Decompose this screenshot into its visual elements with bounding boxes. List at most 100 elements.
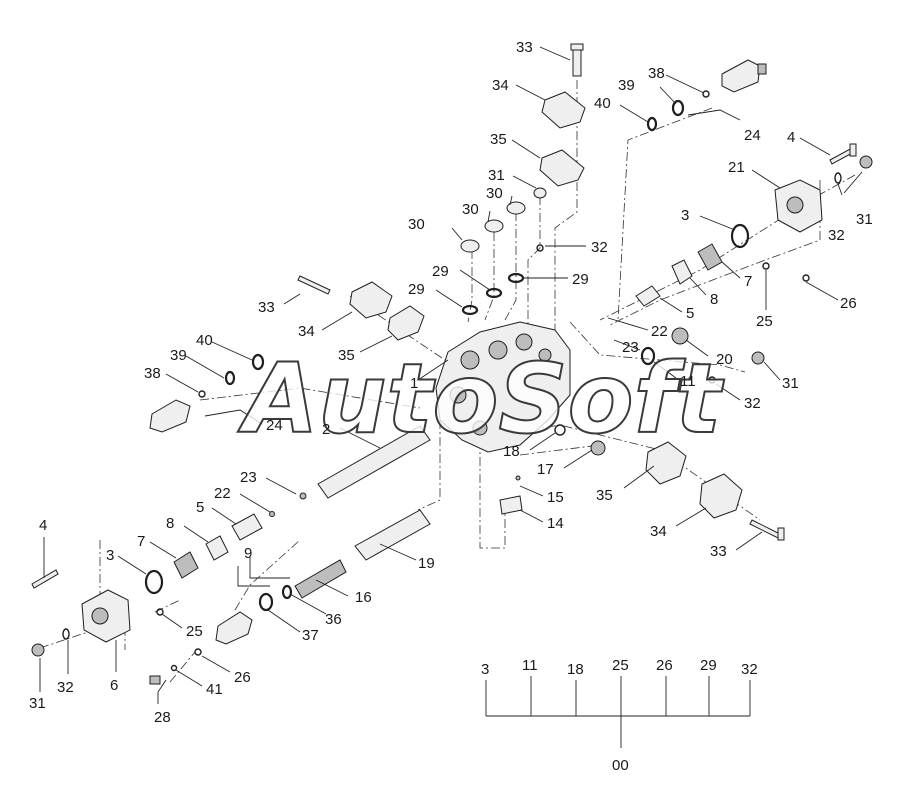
label-24: 24 bbox=[266, 417, 283, 434]
label-11: 11 bbox=[680, 373, 696, 390]
label-22: 22 bbox=[214, 485, 231, 502]
label-34: 34 bbox=[650, 523, 667, 540]
label-1: 1 bbox=[410, 375, 418, 392]
plug-30b bbox=[484, 219, 504, 233]
watermark: AutoSoft bbox=[237, 343, 724, 455]
plug-31a bbox=[533, 187, 547, 199]
label-32: 32 bbox=[744, 395, 761, 412]
bolt-33-top bbox=[572, 47, 582, 77]
bolt-4-lower bbox=[31, 569, 59, 589]
label-28: 28 bbox=[154, 709, 171, 726]
bolt-33-left bbox=[297, 275, 331, 295]
label-35: 35 bbox=[338, 347, 355, 364]
part-labels: 33 34 38 39 40 24 4 21 35 31 30 30 30 32… bbox=[29, 39, 873, 726]
label-8: 8 bbox=[710, 291, 718, 308]
label-40: 40 bbox=[196, 332, 213, 349]
label-25: 25 bbox=[756, 313, 773, 330]
plug-30c bbox=[506, 201, 526, 215]
label-15: 15 bbox=[547, 489, 564, 506]
label-30: 30 bbox=[408, 216, 425, 233]
relief-valve-top bbox=[721, 59, 761, 93]
label-35: 35 bbox=[596, 487, 613, 504]
label-31: 31 bbox=[488, 167, 505, 184]
spring-16 bbox=[294, 559, 347, 599]
label-31: 31 bbox=[856, 211, 873, 228]
label-24: 24 bbox=[744, 127, 761, 144]
label-39: 39 bbox=[618, 77, 635, 94]
spring-7-right bbox=[697, 243, 723, 271]
label-30: 30 bbox=[486, 185, 503, 202]
label-41: 41 bbox=[206, 681, 223, 698]
label-38: 38 bbox=[144, 365, 161, 382]
kit-item-1: 3 bbox=[481, 661, 489, 678]
kit-item-3: 18 bbox=[567, 661, 584, 678]
label-22: 22 bbox=[651, 323, 668, 340]
sleeve-8-lower bbox=[205, 535, 229, 561]
plug-17 bbox=[590, 440, 606, 456]
label-31: 31 bbox=[782, 375, 799, 392]
label-6: 6 bbox=[110, 677, 118, 694]
label-29: 29 bbox=[408, 281, 425, 298]
spool-2 bbox=[317, 425, 431, 499]
label-40: 40 bbox=[594, 95, 611, 112]
kit-item-6: 29 bbox=[700, 657, 717, 674]
cover-35-left bbox=[387, 305, 425, 341]
label-7: 7 bbox=[137, 533, 145, 550]
label-5: 5 bbox=[686, 305, 694, 322]
label-36: 36 bbox=[325, 611, 342, 628]
label-39: 39 bbox=[170, 347, 187, 364]
label-35: 35 bbox=[490, 131, 507, 148]
label-18: 18 bbox=[503, 443, 520, 460]
label-21: 21 bbox=[728, 159, 745, 176]
label-8: 8 bbox=[166, 515, 174, 532]
spring-7-lower bbox=[173, 551, 199, 579]
label-32: 32 bbox=[828, 227, 845, 244]
cover-34-left bbox=[349, 281, 393, 319]
parts bbox=[31, 43, 873, 685]
label-3: 3 bbox=[681, 207, 689, 224]
label-33: 33 bbox=[516, 39, 533, 56]
label-7: 7 bbox=[744, 273, 752, 290]
kit-item-4: 25 bbox=[612, 657, 629, 674]
kit-item-5: 26 bbox=[656, 657, 673, 674]
spool-19 bbox=[354, 509, 431, 561]
label-32: 32 bbox=[57, 679, 74, 696]
label-9: 9 bbox=[244, 545, 252, 562]
spool-5-lower bbox=[231, 513, 263, 541]
label-37: 37 bbox=[302, 627, 319, 644]
label-34: 34 bbox=[492, 77, 509, 94]
label-32: 32 bbox=[591, 239, 608, 256]
spool-5-right bbox=[635, 285, 661, 307]
label-16: 16 bbox=[355, 589, 372, 606]
label-5: 5 bbox=[196, 499, 204, 516]
label-31: 31 bbox=[29, 695, 46, 712]
label-26: 26 bbox=[840, 295, 857, 312]
label-23: 23 bbox=[622, 339, 639, 356]
label-3: 3 bbox=[106, 547, 114, 564]
label-17: 17 bbox=[537, 461, 554, 478]
label-29: 29 bbox=[432, 263, 449, 280]
kit-item-2: 11 bbox=[522, 657, 538, 674]
label-4: 4 bbox=[39, 517, 47, 534]
label-25: 25 bbox=[186, 623, 203, 640]
plug-20 bbox=[671, 327, 689, 345]
relief-valve-left bbox=[149, 399, 191, 433]
relief-valve-9 bbox=[215, 611, 253, 645]
kit-number: 00 bbox=[612, 757, 629, 774]
plug-30a bbox=[460, 239, 480, 253]
label-33: 33 bbox=[710, 543, 727, 560]
bolt-33-lower bbox=[749, 519, 781, 539]
label-34: 34 bbox=[298, 323, 315, 340]
leader-lines bbox=[39, 46, 863, 704]
kit-index: 3 11 18 25 26 29 32 00 bbox=[481, 657, 758, 774]
label-30: 30 bbox=[462, 201, 479, 218]
cover-34-lower bbox=[699, 473, 743, 519]
cover-35-top bbox=[539, 149, 585, 187]
sleeve-8-right bbox=[671, 259, 693, 285]
plate-14 bbox=[499, 495, 523, 515]
label-33: 33 bbox=[258, 299, 275, 316]
label-20: 20 bbox=[716, 351, 733, 368]
label-14: 14 bbox=[547, 515, 564, 532]
label-26: 26 bbox=[234, 669, 251, 686]
